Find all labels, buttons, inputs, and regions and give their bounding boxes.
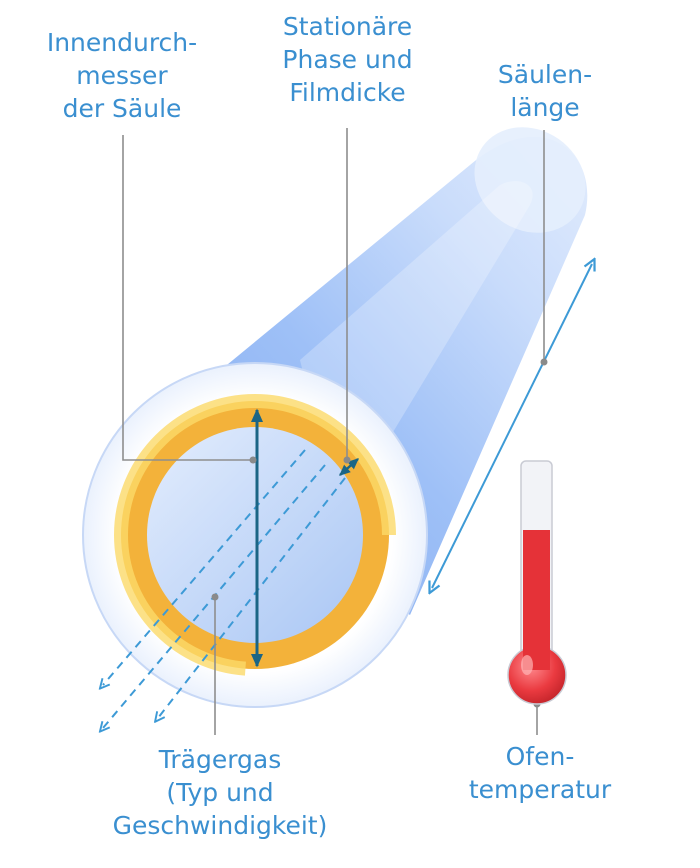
label-inner-diameter: Innendurch- messer der Säule [46,28,198,123]
leader-dot [540,358,548,366]
label-carrier-gas: Trägergas (Typ und Geschwindigkeit) [112,745,328,840]
leader-dot [249,456,257,464]
label-oven-temperature: Ofen- temperatur [468,742,612,804]
thermometer-icon [507,460,567,705]
leader-dot [211,593,219,601]
leader-dot [343,456,351,464]
gas-flow-arrow [158,477,346,718]
label-column-length: Säulen- länge [497,60,593,122]
column-back-end [474,127,586,233]
gas-flow-arrow [103,449,306,685]
column-length-arrow [432,264,592,588]
leader-line-inner-diameter [122,135,253,461]
label-stationary-phase: Stationäre Phase und Filmdicke [282,12,413,107]
film-thickness-arrow [339,458,359,476]
